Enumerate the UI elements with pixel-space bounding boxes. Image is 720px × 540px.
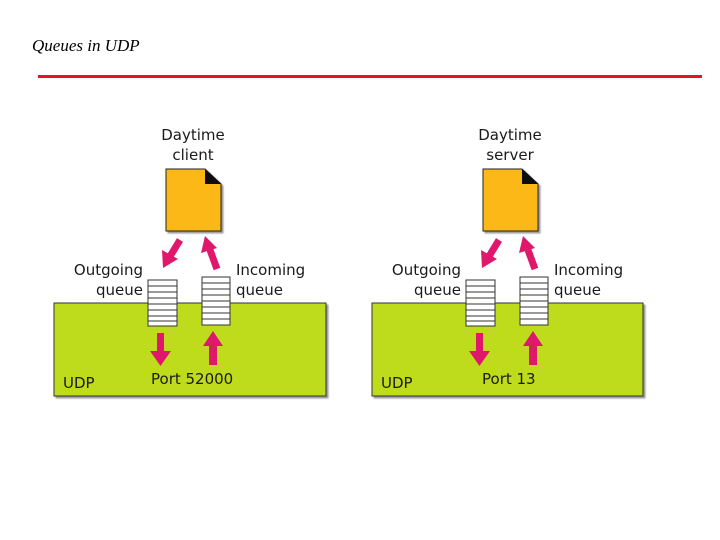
server-outgoing-label-line1: Outgoing	[392, 261, 461, 279]
client-outgoing-label-line1: Outgoing	[74, 261, 143, 279]
server-incoming-label-line2: queue	[554, 281, 601, 299]
server-udp-label: UDP	[381, 374, 413, 392]
client-section: Daytime client Outgoing queue Incoming q…	[53, 126, 327, 397]
server-outgoing-label-line2: queue	[414, 281, 461, 299]
arrow-icon	[203, 331, 223, 365]
arrow-icon	[150, 333, 171, 366]
queue-icon	[201, 276, 231, 326]
client-udp-box	[53, 302, 327, 397]
document-icon	[165, 168, 222, 232]
server-app-label-line1: Daytime	[478, 126, 542, 144]
arrow-icon	[523, 331, 543, 365]
queue-icon	[519, 276, 549, 326]
client-udp-label: UDP	[63, 374, 95, 392]
server-section: Daytime server Outgoing queue Incoming q…	[371, 126, 644, 397]
queue-icon	[147, 279, 178, 327]
queue-icon	[465, 279, 496, 327]
arrow-icon	[201, 236, 221, 271]
document-icon	[482, 168, 539, 232]
arrow-icon	[519, 236, 539, 271]
server-incoming-label-line1: Incoming	[554, 261, 623, 279]
server-app-label-line2: server	[486, 146, 534, 164]
title-divider	[38, 75, 702, 78]
server-port-label: Port 13	[482, 370, 536, 388]
arrow-icon	[481, 238, 502, 268]
client-incoming-label-line1: Incoming	[236, 261, 305, 279]
client-app-label-line1: Daytime	[161, 126, 225, 144]
client-incoming-label-line2: queue	[236, 281, 283, 299]
arrow-icon	[162, 238, 183, 268]
client-port-label: Port 52000	[151, 370, 233, 388]
slide-title: Queues in UDP	[32, 36, 140, 55]
arrow-icon	[469, 333, 490, 366]
client-outgoing-label-line2: queue	[96, 281, 143, 299]
server-udp-box	[371, 302, 644, 397]
client-app-label-line2: client	[172, 146, 213, 164]
